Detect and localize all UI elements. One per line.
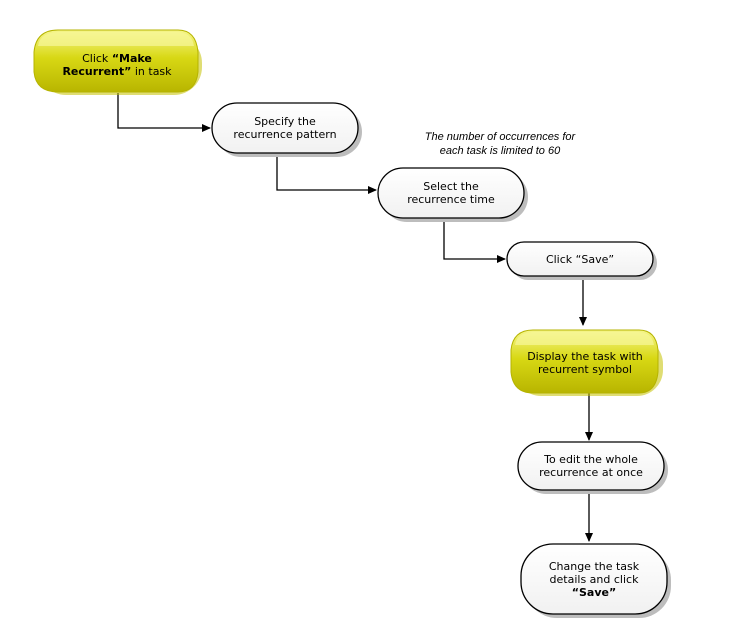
label-select-time-line2: recurrence time <box>407 193 495 206</box>
note-line2: each task is limited to 60 <box>439 145 561 157</box>
label-display-line1: Display the task with <box>527 350 643 363</box>
node-change-details <box>520 543 671 618</box>
note-occurrence-limit: The number of occurrences for each task … <box>400 130 600 158</box>
connector-specify-to-select-time <box>276 156 377 194</box>
connector-select-time-to-click-save <box>443 219 506 263</box>
connector-make-recurrent-to-specify <box>117 93 211 132</box>
label-click-save: Click “Save” <box>507 242 653 276</box>
label-make-recurrent-text: Click “Make Recurrent” in task <box>62 52 172 78</box>
label-select-time-line1: Select the <box>423 180 479 193</box>
note-line1: The number of occurrences for <box>424 131 576 143</box>
label-select-time: Select the recurrence time <box>378 168 524 218</box>
label-specify-line1: Specify the <box>254 115 316 128</box>
label-edit-line1: To edit the whole <box>544 453 638 466</box>
label-edit-whole: To edit the whole recurrence at once <box>518 442 664 490</box>
label-change-line2: details and click <box>549 572 639 586</box>
node-specify-pattern <box>211 102 362 157</box>
label-specify-line2: recurrence pattern <box>233 128 337 141</box>
label-change-line1: Change the task <box>548 559 640 573</box>
node-make-recurrent <box>33 29 202 95</box>
label-change-details: Change the task details and click “Save” <box>521 544 667 614</box>
label-edit-line2: recurrence at once <box>539 466 643 479</box>
node-display-task <box>510 329 663 396</box>
label-display-line2: recurrent symbol <box>538 363 632 376</box>
label-make-recurrent: Click “Make Recurrent” in task <box>52 50 182 80</box>
label-change-line3: “Save” <box>571 585 617 599</box>
label-specify-pattern: Specify the recurrence pattern <box>212 103 358 153</box>
label-display-task: Display the task with recurrent symbol <box>512 345 658 381</box>
label-click-save-text: Click “Save” <box>545 252 615 266</box>
node-edit-whole <box>517 441 668 494</box>
node-select-time <box>377 167 528 222</box>
node-click-save <box>506 241 657 280</box>
